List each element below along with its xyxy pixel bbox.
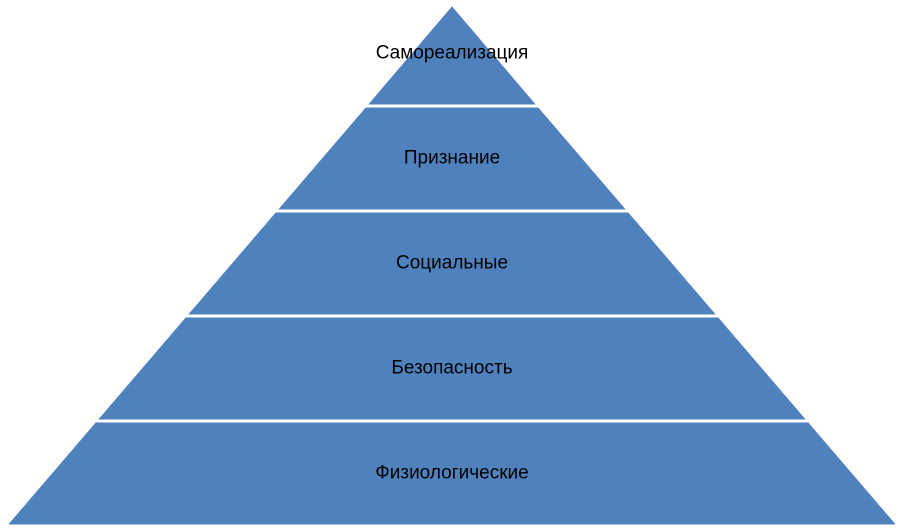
pyramid-level-bottom: Физиологические xyxy=(1,419,903,528)
pyramid-level-4: Безопасность xyxy=(91,314,813,423)
level-label-5: Физиологические xyxy=(375,463,528,484)
pyramid-segment-5 xyxy=(1,419,903,528)
pyramid-level-top: Самореализация xyxy=(361,1,543,108)
level-label-3: Социальные xyxy=(396,253,508,274)
pyramid-level-3: Социальные xyxy=(181,209,723,318)
pyramid-level-2: Признание xyxy=(271,104,633,213)
level-label-2: Признание xyxy=(404,148,500,169)
level-label-1: Самореализация xyxy=(376,43,529,64)
level-label-4: Безопасность xyxy=(391,358,512,379)
